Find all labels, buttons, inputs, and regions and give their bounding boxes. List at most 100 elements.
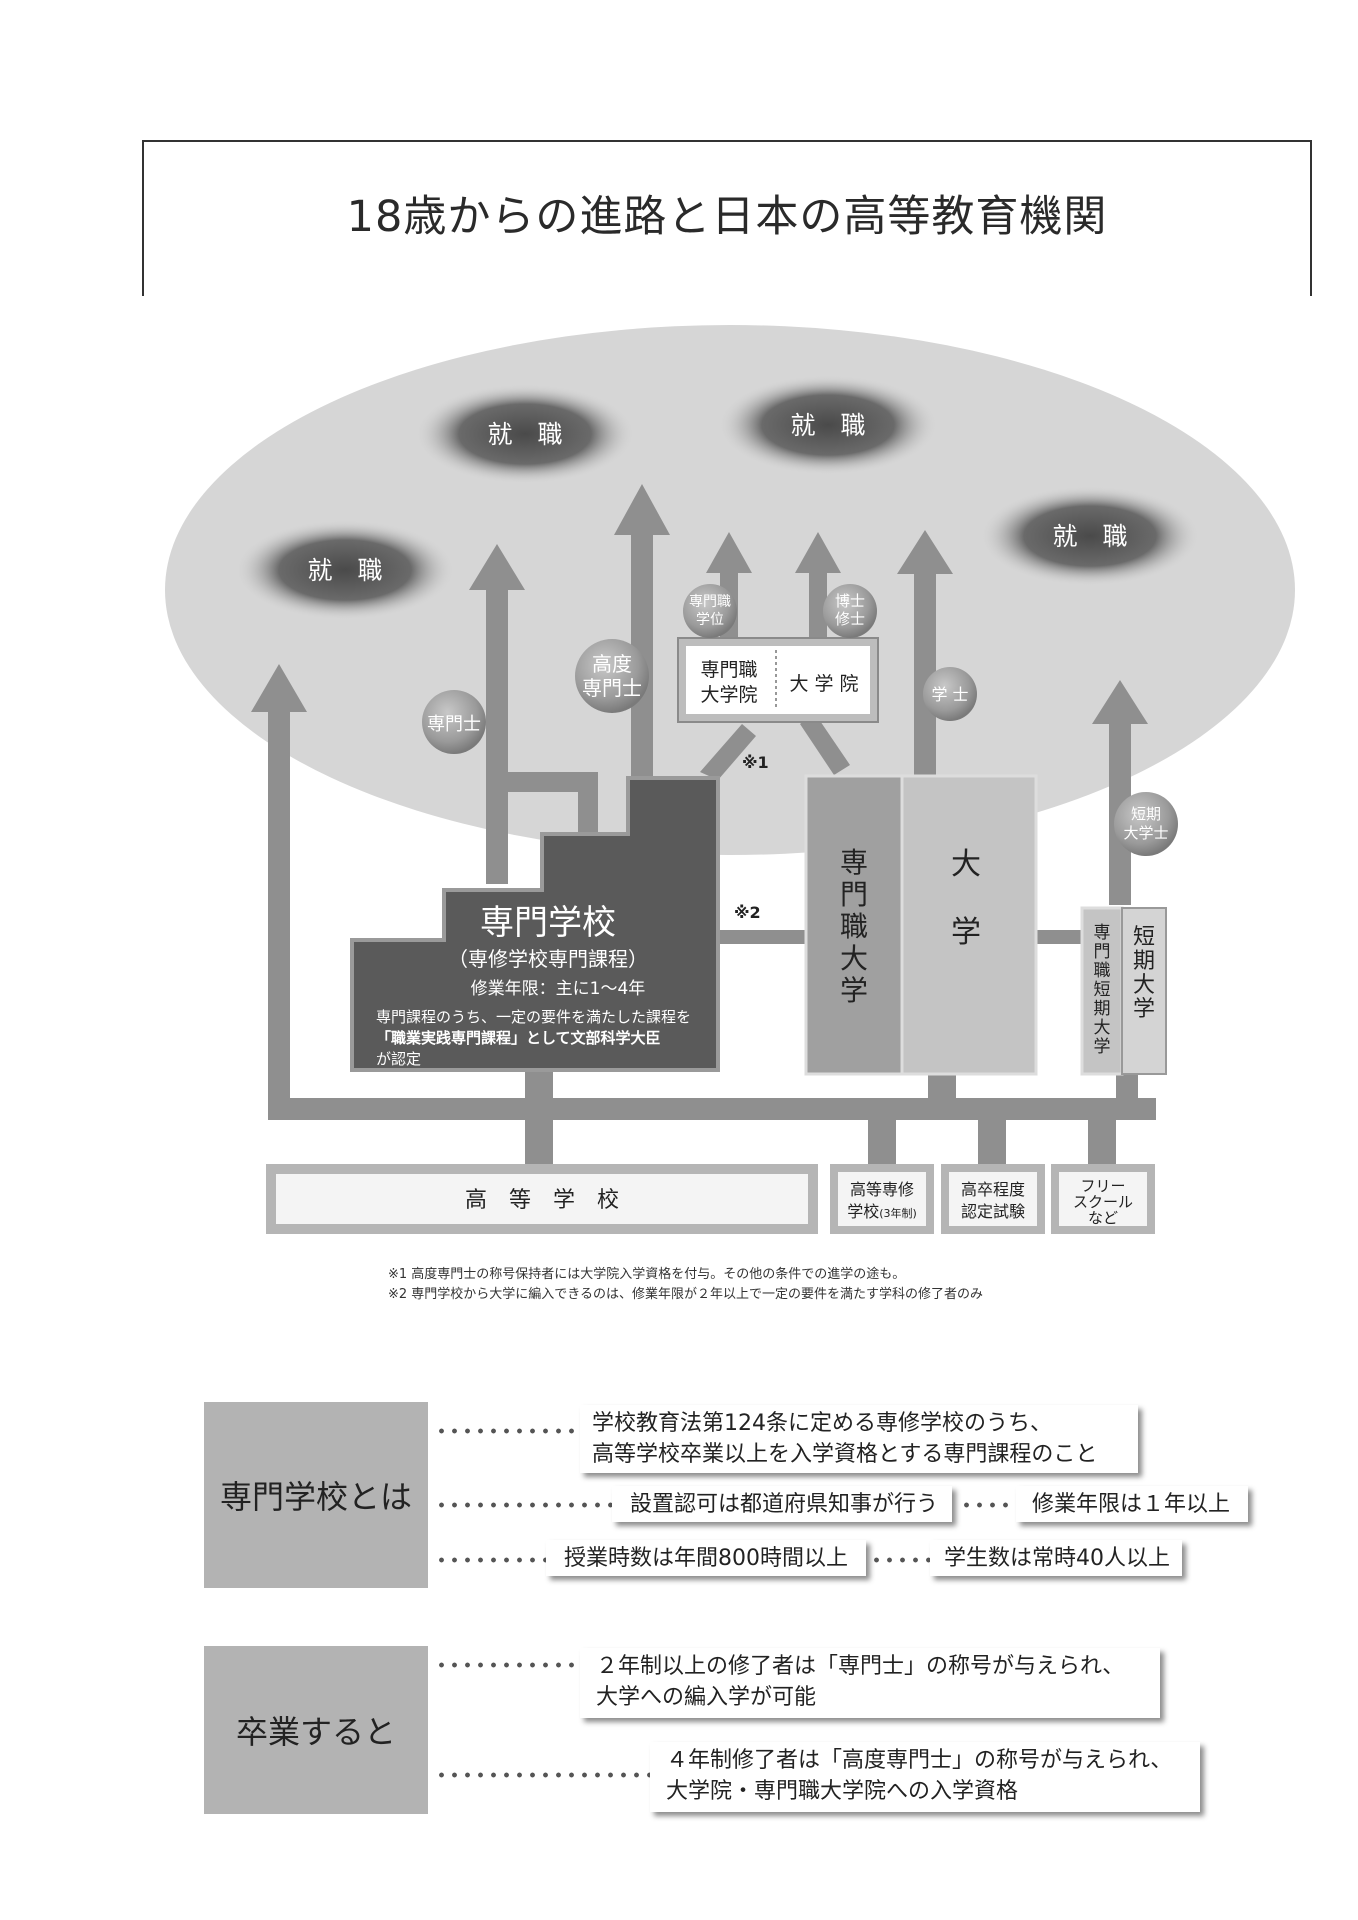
dot-leader: [435, 1502, 617, 1508]
badge-gakushi: [923, 667, 977, 721]
professional-university-box: [804, 774, 904, 1076]
graduate-item-2-line-2: 大学院・専門職大学院への入学資格: [666, 1779, 1019, 1804]
vocational-desc-1: 専門課程のうち、一定の要件を満たした課程を: [376, 1008, 691, 1026]
graduate-heading-text: 卒業すると: [235, 1713, 396, 1751]
employment-cloud-4: [980, 486, 1200, 586]
graduate-item-1-line-1: ２年制以上の修了者は「専門士」の称号が与えられ、: [596, 1654, 1125, 1679]
note-mark-2: ※2: [734, 903, 761, 922]
employment-label-3: 就 職: [790, 411, 865, 440]
graduate-item-1-line-2: 大学への編入学が可能: [596, 1685, 817, 1710]
svg-text:博士: 博士: [835, 592, 865, 610]
badges: 専門士 高度 専門士 専門職 学位 博士 修士 学 士 短期 大学士: [422, 584, 1178, 856]
employment-cloud-1: [235, 520, 455, 620]
dot-leader: [870, 1557, 932, 1563]
graduate-item-1: ２年制以上の修了者は「専門士」の称号が与えられ、 大学への編入学が可能: [580, 1648, 1160, 1718]
graduate-item-2-line-1: ４年制修了者は「高度専門士」の称号が与えられ、: [666, 1748, 1173, 1773]
grad-school-label: 大 学 院: [789, 673, 858, 695]
about-heading-text: 専門学校とは: [219, 1478, 412, 1516]
dot-leader: [435, 1662, 585, 1668]
free-school-line-1: フリー: [1080, 1177, 1125, 1195]
employment-label-4: 就 職: [1052, 522, 1127, 551]
prof-univ-char-2: 門: [840, 878, 868, 911]
prof-jc-char-2: 門: [1094, 942, 1111, 962]
employment-label-2: 就 職: [487, 420, 562, 449]
about-item-5: 学生数は常時40人以上: [930, 1540, 1182, 1576]
employment-cloud-2: [415, 384, 635, 484]
univ-char-1: 大: [951, 847, 981, 882]
about-item-2: 設置認可は都道府県知事が行う: [612, 1486, 952, 1522]
badge-kodo-senmonshi: [575, 639, 649, 713]
prof-univ-char-5: 学: [840, 974, 868, 1007]
svg-text:高度: 高度: [592, 652, 632, 676]
badge-tanki-daigakushi: [1114, 792, 1178, 856]
employment-cloud-3: [718, 375, 938, 475]
about-heading: 専門学校とは: [204, 1402, 428, 1588]
about-item-3: 修業年限は１年以上: [1016, 1486, 1248, 1522]
note-mark-1: ※1: [742, 753, 769, 772]
about-item-3-text: 修業年限は１年以上: [1032, 1492, 1231, 1517]
professional-grad-label-2: 大学院: [700, 684, 757, 706]
svg-text:学 士: 学 士: [931, 685, 968, 704]
badge-senmonshoku-gakui: [683, 584, 737, 638]
prof-jc-char-1: 専: [1094, 923, 1111, 943]
graduate-item-2: ４年制修了者は「高度専門士」の称号が与えられ、 大学院・専門職大学院への入学資格: [650, 1742, 1200, 1812]
dot-leader: [960, 1502, 1018, 1508]
vocational-desc-2: 「職業実践専門課程」として文部科学大臣: [376, 1029, 661, 1047]
about-item-2-text: 設置認可は都道府県知事が行う: [630, 1492, 939, 1517]
vocational-years: 修業年限：主に1～4年: [471, 979, 646, 999]
svg-text:専門士: 専門士: [582, 676, 642, 700]
dot-leader: [435, 1428, 585, 1434]
koto-senshu-line-2: 学校(3年制): [847, 1202, 917, 1221]
vocational-sub: （専修学校専門課程）: [448, 947, 648, 971]
svg-text:修士: 修士: [835, 610, 865, 628]
jc-char-3: 大: [1133, 973, 1155, 998]
svg-text:学位: 学位: [696, 612, 724, 628]
free-school-line-2: スクール: [1073, 1193, 1133, 1211]
svg-text:大学士: 大学士: [1123, 824, 1168, 842]
dot-leader: [435, 1557, 551, 1563]
prof-jc-char-7: 学: [1094, 1037, 1111, 1057]
prof-univ-char-4: 大: [840, 942, 868, 975]
free-school-line-3: など: [1088, 1209, 1118, 1227]
employment-label-1: 就 職: [307, 556, 382, 585]
education-diagram: 就 職 就 職 就 職 就 職: [165, 325, 1295, 1234]
prof-univ-char-3: 職: [840, 910, 868, 943]
footnote-1: ※1 高度専門士の称号保持者には大学院入学資格を付与。その他の条件での進学の途も…: [388, 1267, 906, 1282]
vocational-school-block: [350, 776, 720, 1072]
prof-jc-char-3: 職: [1094, 961, 1111, 981]
about-item-5-text: 学生数は常時40人以上: [944, 1546, 1170, 1571]
svg-text:短期: 短期: [1131, 805, 1161, 823]
kosotsu-line-2: 認定試験: [961, 1202, 1025, 1221]
prof-jc-char-4: 短: [1094, 980, 1111, 1000]
badge-senmonshi: [422, 690, 486, 754]
univ-char-2: 学: [951, 915, 981, 950]
title-frame: 18歳からの進路と日本の高等教育機関: [142, 140, 1312, 296]
about-item-4: 授業時数は年間800時間以上: [546, 1540, 866, 1576]
page-title: 18歳からの進路と日本の高等教育機関: [346, 192, 1108, 242]
bottom-bar: [268, 1098, 1156, 1120]
university-box: [900, 774, 1038, 1076]
about-item-4-text: 授業時数は年間800時間以上: [564, 1546, 848, 1571]
vocational-desc-3: が認定: [376, 1050, 421, 1068]
high-school-label: 高 等 学 校: [465, 1188, 619, 1213]
prof-univ-char-1: 専: [840, 846, 868, 879]
jc-char-4: 学: [1133, 997, 1155, 1022]
about-item-1-line-1: 学校教育法第124条に定める専修学校のうち、: [592, 1411, 1052, 1436]
prof-jc-char-6: 大: [1094, 1018, 1111, 1038]
about-item-1: 学校教育法第124条に定める専修学校のうち、 高等学校卒業以上を入学資格とする専…: [580, 1405, 1138, 1473]
left-arrow-head: [251, 664, 307, 712]
svg-text:専門士: 専門士: [427, 714, 481, 735]
kosotsu-line-1: 高卒程度: [961, 1180, 1025, 1199]
svg-text:専門職: 専門職: [689, 594, 731, 610]
about-item-1-line-2: 高等学校卒業以上を入学資格とする専門課程のこと: [592, 1442, 1098, 1467]
footnote-2: ※2 専門学校から大学に編入できるのは、修業年限が２年以上で一定の要件を満たす学…: [388, 1287, 984, 1302]
badge-hakushi-shushi: [823, 584, 877, 638]
jc-char-1: 短: [1133, 925, 1155, 950]
graduate-heading: 卒業すると: [204, 1646, 428, 1814]
jc-char-2: 期: [1133, 949, 1155, 974]
dot-leader: [435, 1772, 653, 1778]
left-arrow-shaft: [268, 705, 290, 1100]
prof-jc-char-5: 期: [1094, 999, 1111, 1019]
koto-senshu-line-1: 高等専修: [850, 1180, 914, 1199]
arrows: [251, 484, 1156, 1166]
